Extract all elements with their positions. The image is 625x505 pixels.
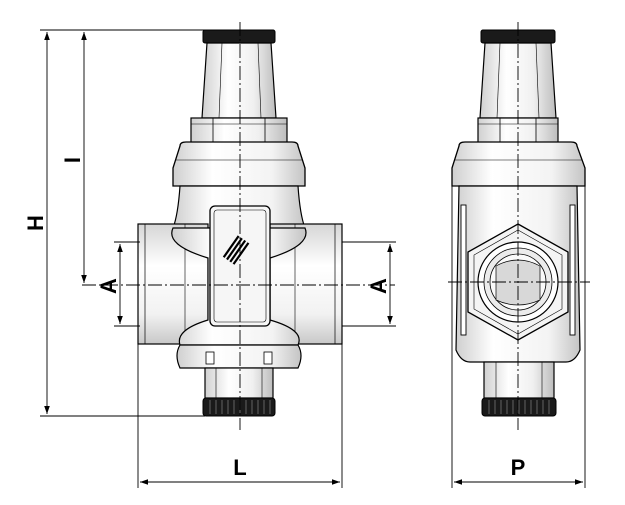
front-adjust-tower [201,42,277,119]
front-hex-nut [190,117,288,145]
front-bonnet [172,141,306,187]
front-top-cap [202,29,276,44]
front-view [82,22,395,430]
dimensions: H I A A L P [23,29,586,488]
label-a-right: A [366,278,391,294]
front-bottom-plug [204,367,274,399]
label-h: H [23,215,48,231]
front-bottom-cap [202,397,276,417]
side-view [448,22,590,430]
front-lower-body [176,344,302,369]
side-bonnet [451,141,586,187]
manufacturer-logo [222,235,250,265]
label-l: L [233,455,246,480]
side-bottom-plug [483,361,555,399]
label-p: P [511,455,526,480]
label-a-left: A [96,278,121,294]
label-i: I [60,157,85,163]
